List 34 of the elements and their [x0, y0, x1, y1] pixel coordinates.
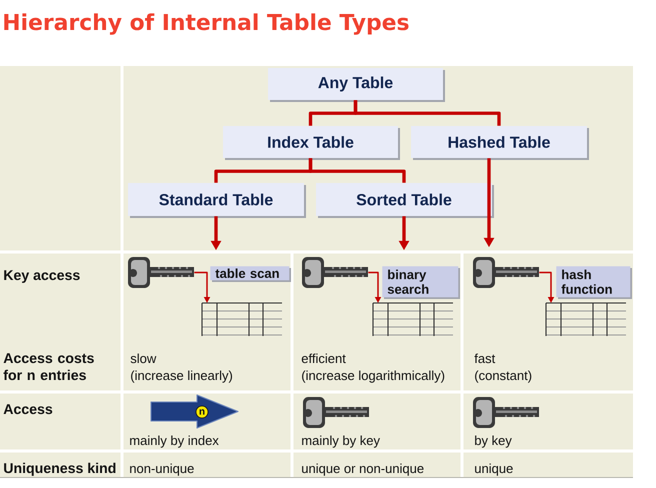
- title: Hierarchy of Internal Table Types: [4, 13, 408, 35]
- cell-text: unique or non-unique: [302, 464, 424, 476]
- cell-text: slow: [130, 354, 156, 364]
- connector-line: [354, 100, 501, 126]
- connector-line: [308, 158, 406, 183]
- row-header: Key access: [4, 270, 80, 283]
- row-header: Access: [4, 404, 52, 414]
- index-badge: n: [196, 406, 208, 418]
- key-icon: [473, 257, 539, 288]
- cell-text: non-unique: [130, 464, 194, 476]
- label-box: hash function: [556, 266, 632, 299]
- table-grid: [545, 302, 626, 336]
- cell-text: unique: [475, 464, 513, 476]
- row-header: Access costs for n entries: [4, 353, 94, 380]
- cell-text: efficient: [302, 354, 346, 364]
- cell-text: (constant): [475, 370, 532, 383]
- cell-text: mainly by index: [130, 436, 219, 448]
- cell-text: fast: [474, 354, 496, 364]
- cell-text: (increase logarithmically): [302, 370, 444, 383]
- type-box: Standard Table: [128, 183, 306, 218]
- label-box: table scan: [210, 266, 291, 282]
- key-icon: [302, 257, 368, 288]
- key-icon: [128, 257, 194, 288]
- type-box: Index Table: [223, 126, 400, 160]
- table-grid: [372, 302, 453, 336]
- type-box: Sorted Table: [316, 183, 494, 218]
- type-box: Any Table: [268, 68, 445, 102]
- row-header: Uniqueness kind: [4, 462, 116, 476]
- type-box: Hashed Table: [411, 126, 589, 160]
- label-box: binary search: [382, 266, 460, 299]
- table-grid: [201, 302, 282, 336]
- cell-text: (increase linearly): [131, 370, 232, 383]
- cell-text: mainly by key: [302, 436, 380, 448]
- cell-text: by key: [475, 436, 512, 448]
